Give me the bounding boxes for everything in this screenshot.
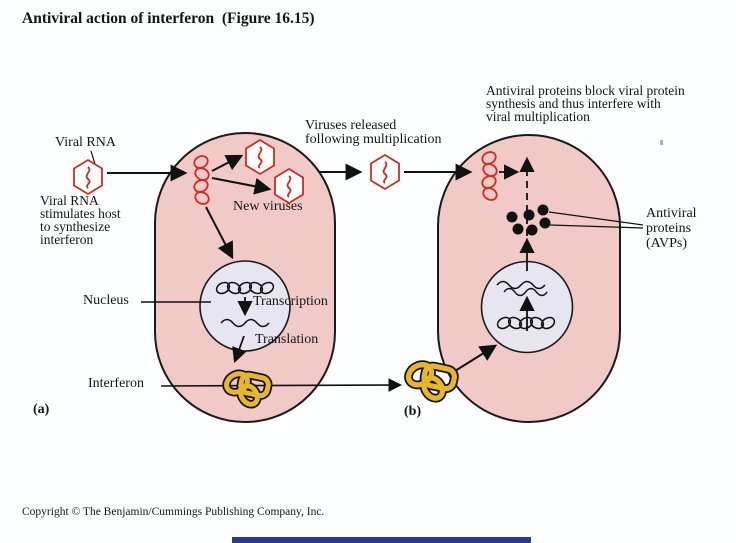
viral-rna-virion-icon (73, 159, 103, 195)
antiviral-proteins-label: Antiviral proteins (AVPs) (646, 206, 697, 251)
viral-rna-pointer-line (90, 150, 96, 165)
viral-rna-caption: Viral RNA stimulates host to synthesize … (40, 193, 121, 247)
arrow-rna-to-new-virus-2 (211, 177, 272, 195)
panel-a-label: (a) (33, 402, 50, 417)
avp-dots (506, 204, 551, 236)
arrow-interferon-to-cell-b (160, 378, 403, 392)
panel-b-label: (b) (404, 404, 422, 419)
avp-pointer-line-bottom (549, 224, 644, 229)
transcription-label: Transcription (253, 294, 328, 309)
released-virus-icon (370, 154, 400, 190)
figure-title: Antiviral action of interferon (Figure 1… (22, 10, 315, 27)
viruses-released-caption: Viruses released following multiplicatio… (305, 118, 442, 147)
viral-rna-label: Viral RNA (55, 135, 116, 150)
arrow-rna-to-new-virus-1 (211, 154, 244, 172)
scan-speck (660, 140, 663, 145)
interferon-label: Interferon (88, 376, 144, 391)
arrow-rna-to-nucleus-a (205, 206, 234, 260)
new-virus-icon-1 (245, 139, 275, 175)
arrow-interferon-signal-to-nucleus-b (454, 344, 498, 372)
bottom-scan-bar (232, 537, 531, 543)
avp-pointer-line-top (548, 211, 644, 226)
nucleus-label: Nucleus (83, 293, 129, 308)
new-virus-icon-2 (274, 168, 304, 204)
avp-block-caption: Antiviral proteins block viral protein s… (486, 83, 685, 124)
copyright-text: Copyright © The Benjamin/Cummings Publis… (22, 506, 325, 518)
translation-label: Translation (255, 332, 319, 347)
arrow-translation (232, 335, 247, 364)
interferon-knot-b (405, 361, 456, 402)
new-viruses-label: New viruses (233, 199, 303, 214)
